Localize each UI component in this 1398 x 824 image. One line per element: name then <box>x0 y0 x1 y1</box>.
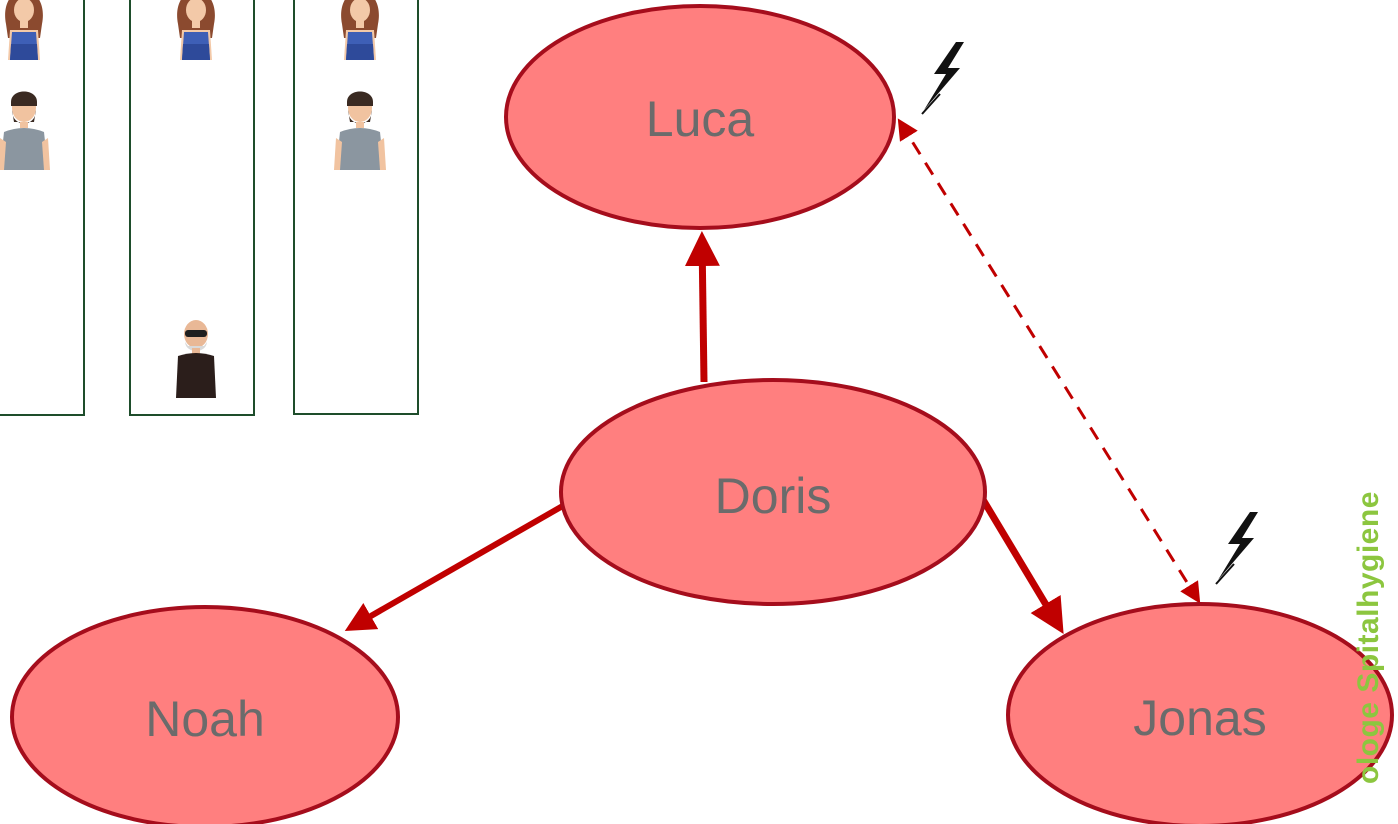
room-box-2 <box>129 0 255 416</box>
node-noah: Noah <box>10 605 400 824</box>
room-box-1 <box>0 0 85 416</box>
edge-doris-to-noah <box>344 485 596 631</box>
node-doris-label: Doris <box>715 468 832 524</box>
node-luca-label: Luca <box>646 91 755 147</box>
bearded-man-avatar-icon <box>334 91 386 170</box>
woman-avatar-icon <box>341 0 379 60</box>
bald-man-sunglasses-avatar-icon <box>176 320 216 398</box>
edge-doris-to-luca <box>684 231 720 383</box>
lightning-bolt-icon <box>1215 511 1259 585</box>
woman-avatar-icon <box>177 0 215 60</box>
node-doris: Doris <box>559 378 987 606</box>
node-noah-label: Noah <box>145 691 265 747</box>
side-title: ologe Spitalhygiene <box>1344 0 1398 824</box>
lightning-bolt-icon <box>921 41 965 115</box>
room-box-3 <box>293 0 419 415</box>
bearded-man-avatar-icon <box>0 91 50 170</box>
edge-luca-jonas-dashed <box>897 118 1201 604</box>
node-luca: Luca <box>504 4 896 230</box>
node-jonas: Jonas <box>1006 602 1394 824</box>
side-title-text: ologe Spitalhygiene <box>1352 491 1385 784</box>
node-jonas-label: Jonas <box>1133 690 1266 746</box>
woman-avatar-icon <box>5 0 43 60</box>
